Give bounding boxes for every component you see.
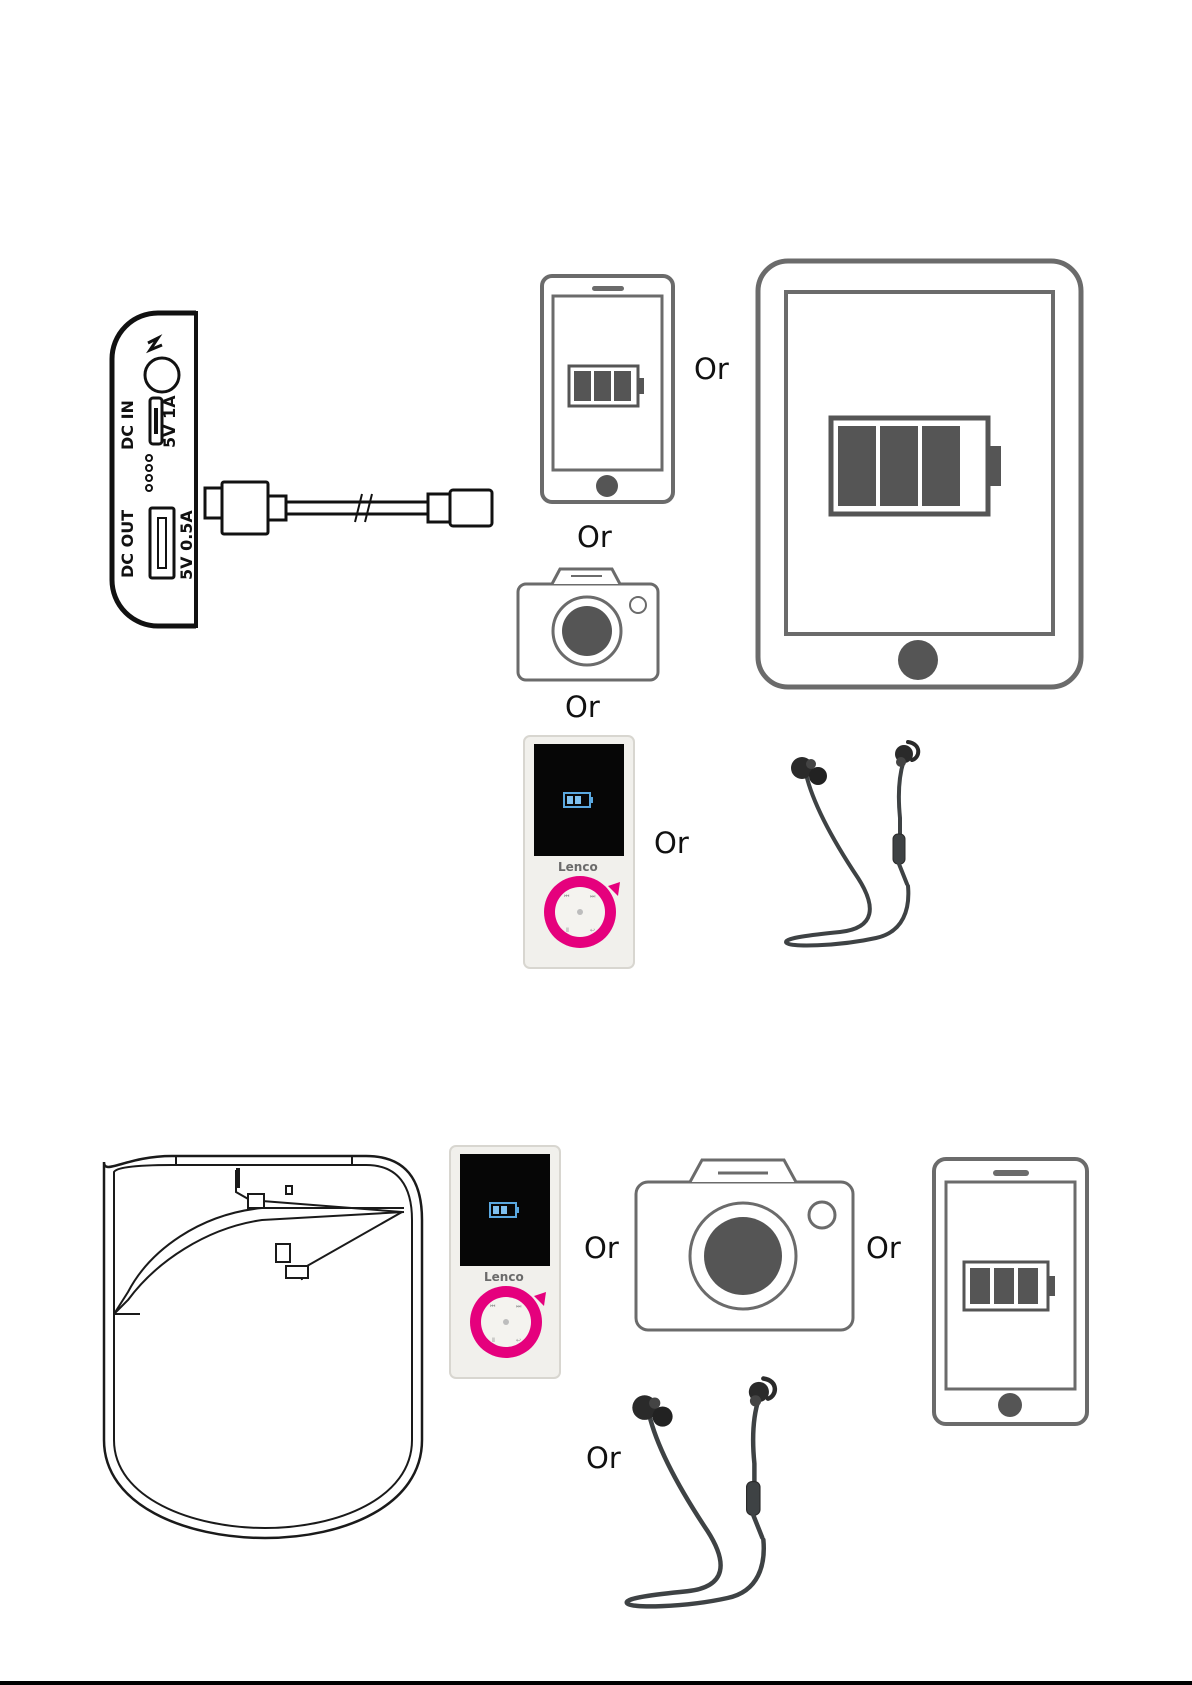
- page-bottom-rule: [0, 1681, 1192, 1685]
- mp3-player-icon: Lenco: [450, 1146, 560, 1378]
- or-label: Or: [586, 1441, 621, 1475]
- or-label: Or: [866, 1231, 901, 1265]
- dc-in-label: DC IN: [118, 400, 137, 450]
- smartphone-icon: [542, 276, 673, 502]
- camera-icon: [636, 1160, 853, 1330]
- earphones-icon: [627, 1378, 775, 1606]
- tablet-icon: [758, 261, 1081, 687]
- brand-label: Lenco: [558, 860, 598, 874]
- camera-icon: [518, 569, 658, 680]
- dc-out-label: DC OUT: [118, 510, 137, 578]
- mp3-player-icon: Lenco: [524, 736, 634, 968]
- dc-out-rating: 5V 0.5A: [177, 510, 196, 580]
- dc-in-rating: 5V 1A: [160, 395, 179, 448]
- brand-label: Lenco: [484, 1270, 524, 1284]
- or-label: Or: [694, 352, 729, 386]
- or-label: Or: [584, 1231, 619, 1265]
- bag-icon: [104, 1156, 422, 1538]
- or-label: Or: [654, 826, 689, 860]
- usb-cable-icon: [205, 482, 492, 534]
- or-label: Or: [565, 690, 600, 724]
- or-label: Or: [577, 520, 612, 554]
- earphones-icon: [786, 742, 918, 945]
- smartphone-icon: [934, 1159, 1087, 1424]
